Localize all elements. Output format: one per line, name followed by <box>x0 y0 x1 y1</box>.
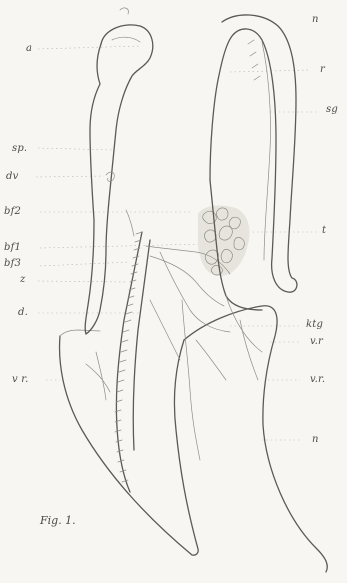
label-a: a <box>26 44 32 54</box>
siphon-tube <box>85 25 153 334</box>
label-dv: dv <box>6 172 18 182</box>
label-bf1: bf1 <box>4 243 21 253</box>
label-sp: sp. <box>12 144 27 154</box>
mantle-outline <box>60 306 328 572</box>
label-d: d. <box>18 308 28 318</box>
label-sg: sg <box>326 105 338 115</box>
label-bf3: bf3 <box>4 259 21 269</box>
label-n-bottom: n <box>312 435 319 445</box>
label-vr-lower: v.r. <box>310 375 325 385</box>
label-vr-upper: v.r <box>310 337 323 347</box>
label-n-top: n <box>312 15 319 25</box>
label-vr: v r. <box>12 375 29 385</box>
leader-lines <box>36 46 320 440</box>
label-bf2: bf2 <box>4 207 21 217</box>
label-z: z <box>20 275 25 285</box>
figure-caption: Fig. 1. <box>40 515 76 527</box>
label-t: t <box>322 226 326 236</box>
egg-cluster <box>198 206 250 276</box>
label-r: r <box>320 65 325 75</box>
gill-lamellae <box>115 232 150 492</box>
label-ktg: ktg <box>306 320 323 330</box>
